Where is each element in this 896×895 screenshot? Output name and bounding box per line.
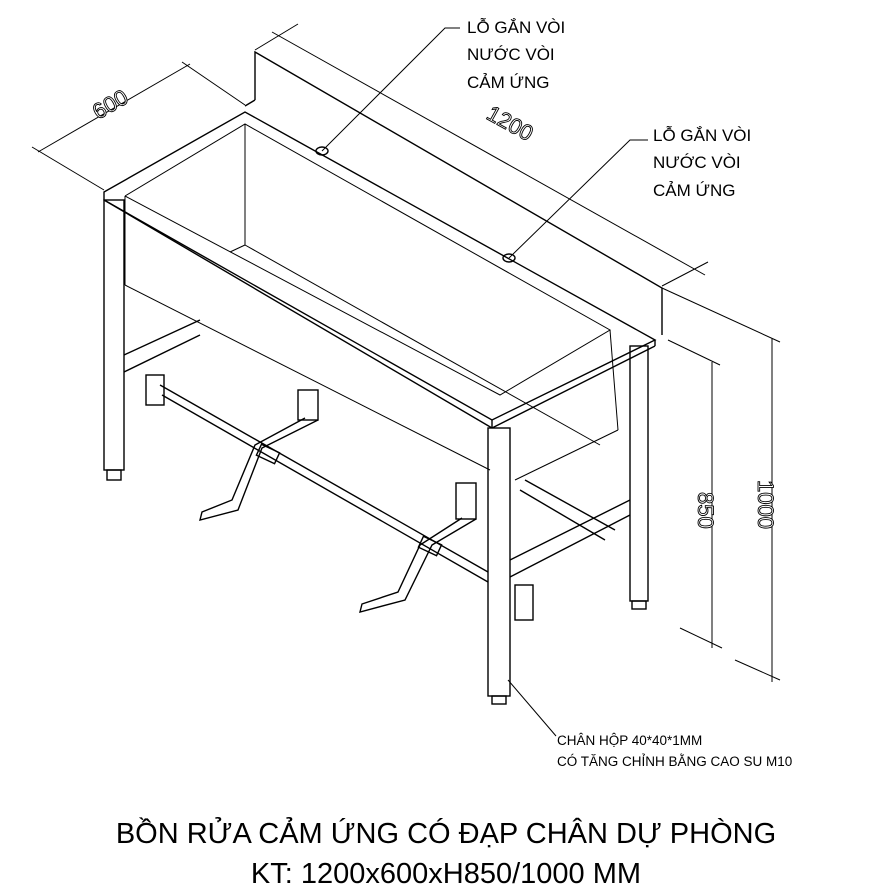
dim-depth-text: 600 [88, 84, 132, 124]
faucet-hole-2 [502, 253, 516, 263]
leader-faucet-1 [321, 27, 460, 152]
svg-text:LỖ GẮN VÒI: LỖ GẮN VÒI [653, 126, 751, 145]
svg-text:CẢM ỨNG: CẢM ỨNG [653, 181, 736, 200]
svg-text:CẢM ỨNG: CẢM ỨNG [467, 73, 550, 92]
svg-text:NƯỚC VÒI: NƯỚC VÒI [467, 45, 555, 64]
dimension-850: 850 [667, 339, 723, 649]
dimension-1000: 1000 [661, 287, 781, 682]
faucet-label-2: LỖ GẮN VÒI NƯỚC VÒI CẢM ỨNG [653, 126, 751, 200]
svg-text:LỖ GẮN VÒI: LỖ GẮN VÒI [467, 18, 565, 37]
svg-text:KT: 1200x600xH850/1000 MM: KT: 1200x600xH850/1000 MM [251, 858, 641, 890]
dim-850-text: 850 [693, 492, 718, 529]
dimension-600: 600 [31, 61, 246, 191]
lower-frame [123, 319, 631, 583]
backsplash [244, 50, 663, 335]
svg-text:NƯỚC VÒI: NƯỚC VÒI [653, 153, 741, 172]
svg-text:CHÂN HỘP 40*40*1MM: CHÂN HỘP 40*40*1MM [557, 733, 702, 748]
foot-pedals [199, 389, 477, 613]
faucet-hole-1 [315, 146, 329, 156]
faucet-label-1: LỖ GẮN VÒI NƯỚC VÒI CẢM ỨNG [467, 18, 565, 92]
sink-basin [103, 111, 657, 481]
leader-leg [507, 679, 557, 737]
svg-text:CÓ TĂNG CHỈNH BẰNG CAO SU M10: CÓ TĂNG CHỈNH BẰNG CAO SU M10 [557, 754, 792, 769]
leg-note: CHÂN HỘP 40*40*1MM CÓ TĂNG CHỈNH BẰNG CA… [557, 733, 792, 769]
drawing-title: BỒN RỬA CẢM ỨNG CÓ ĐẠP CHÂN DỰ PHÒNG KT:… [116, 816, 776, 890]
svg-text:BỒN RỬA CẢM ỨNG CÓ ĐẠP CHÂN DỰ: BỒN RỬA CẢM ỨNG CÓ ĐẠP CHÂN DỰ PHÒNG [116, 816, 776, 850]
leader-faucet-2 [508, 139, 648, 259]
dim-length-text: 1200 [483, 101, 538, 147]
legs [103, 199, 649, 705]
dim-1000-text: 1000 [753, 480, 778, 529]
